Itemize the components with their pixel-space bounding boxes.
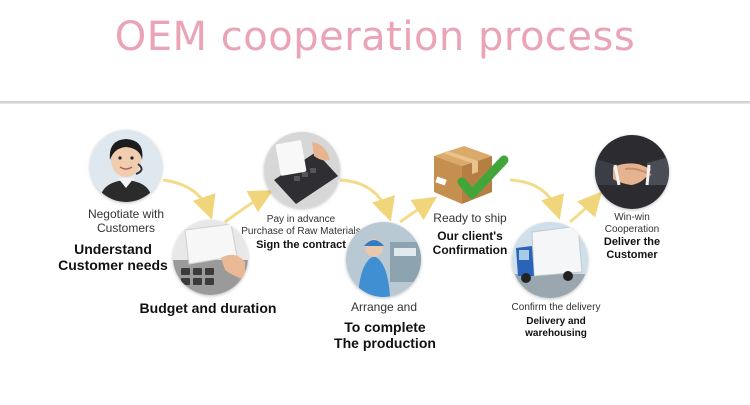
flow-arrow	[399, 196, 437, 224]
flow-arrow	[569, 191, 602, 224]
title-divider	[0, 101, 750, 104]
customer-service-agent-icon	[90, 130, 162, 202]
flow-arrow	[224, 190, 274, 224]
step-4-title: To complete The production	[334, 319, 436, 352]
step-1-subtitle: Negotiate with Customers	[87, 207, 165, 235]
step-6-subtitle: Confirm the delivery	[511, 302, 601, 313]
step-4-subtitle: Arrange and	[350, 300, 418, 314]
card-payment-terminal-icon	[264, 132, 340, 208]
step-7-title: Deliver the Customer	[603, 236, 661, 261]
page-title: OEM cooperation process	[114, 14, 636, 60]
step-3-subtitle: Pay in advance Purchase of Raw Materials	[241, 214, 361, 237]
factory-worker-icon	[346, 222, 421, 297]
calculator-and-paper-icon	[173, 220, 248, 295]
step-7-subtitle: Win-win Cooperation	[604, 212, 660, 235]
step-5-subtitle: Ready to ship	[433, 211, 507, 225]
flow-arrow	[509, 178, 565, 220]
step-1-title: Understand Customer needs	[58, 241, 168, 274]
flow-arrow	[339, 178, 395, 222]
delivery-truck-icon	[512, 222, 588, 298]
step-5-title: Our client's Confirmation	[432, 229, 508, 257]
step-2-title: Budget and duration	[139, 300, 277, 316]
box-with-checkmark-icon	[428, 138, 510, 208]
step-3-title: Sign the contract	[256, 239, 346, 251]
flow-arrow	[162, 178, 216, 220]
handshake-icon	[595, 135, 669, 209]
step-6-title: Delivery and warehousing	[525, 316, 587, 339]
